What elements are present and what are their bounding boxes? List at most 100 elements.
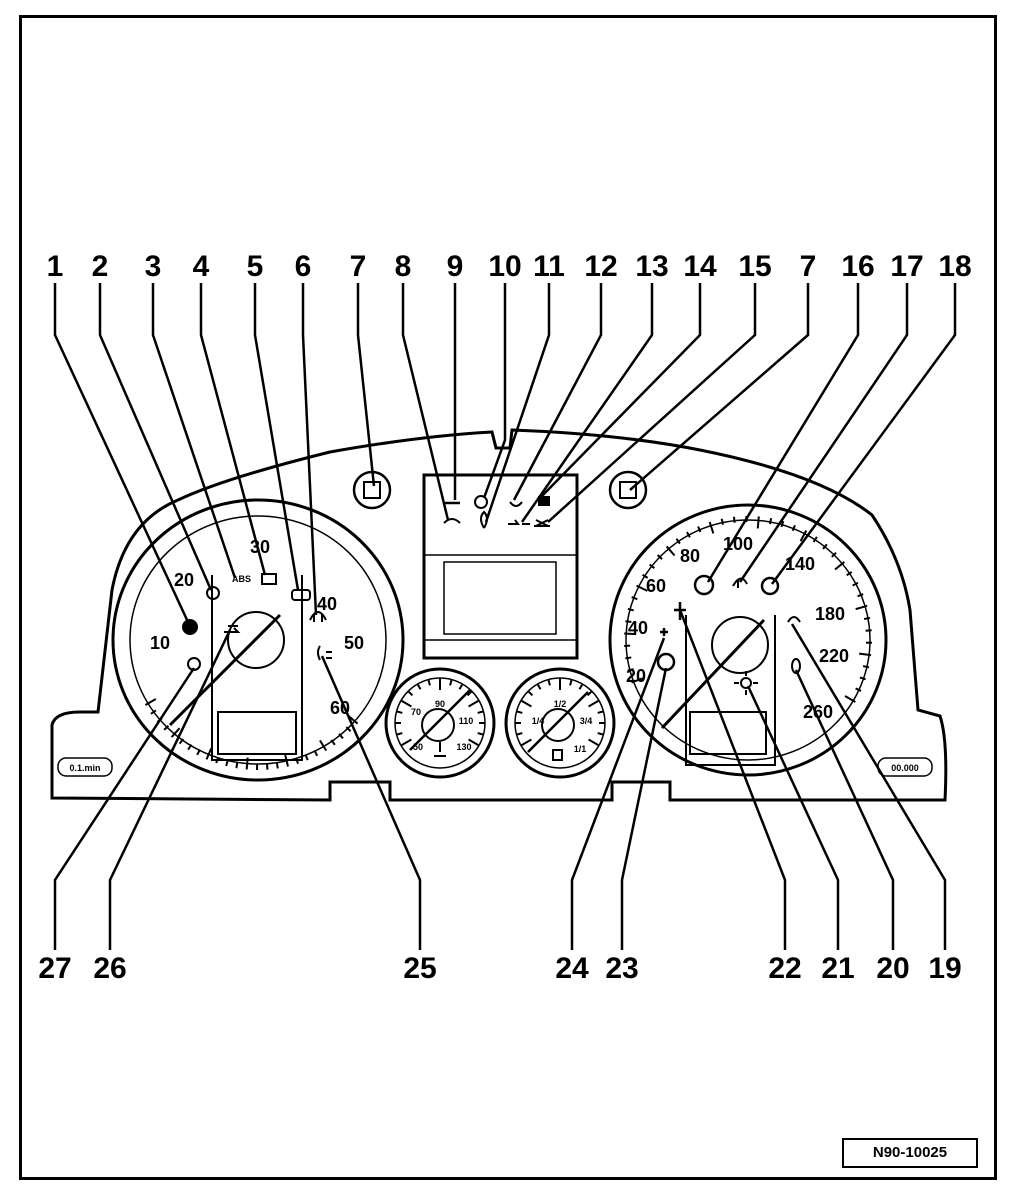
callout-top-1: 1 <box>47 250 64 283</box>
callout-top-8: 8 <box>395 250 412 283</box>
gauge-tick <box>427 679 431 686</box>
gauge-tick <box>396 732 403 736</box>
gauge-tick <box>631 596 638 601</box>
callout-top-12: 12 <box>584 250 617 283</box>
gauge-scale-label: 40 <box>317 594 337 614</box>
callout-leader-line <box>620 667 668 950</box>
gauge-tick <box>686 531 691 538</box>
gauge-tick <box>178 738 185 745</box>
gauge-tick <box>477 732 484 736</box>
gauge-scale-label: 1/1 <box>574 744 587 754</box>
callout-leader-line <box>320 655 422 950</box>
lamp-19-icon <box>787 616 801 623</box>
lamp-8-icon <box>443 518 461 524</box>
coolant-temperature-icon <box>434 742 446 757</box>
gauge-tick <box>458 683 464 690</box>
gauge-tick <box>831 551 837 558</box>
gauge-tick <box>170 727 181 738</box>
gauge-tick <box>396 710 403 714</box>
gauge-tick <box>284 754 289 767</box>
callout-leader-line <box>482 283 507 499</box>
gauge-tick <box>466 690 473 697</box>
callout-leader-line <box>108 629 232 950</box>
gauge-tick <box>304 754 309 761</box>
gauge-tick <box>215 757 220 764</box>
gauge-scale-label: 1/2 <box>554 699 567 709</box>
gauge-scale-label: 50 <box>413 742 423 752</box>
callout-top-11: 11 <box>533 250 565 283</box>
gauge-tick <box>345 726 352 732</box>
callout-bottom-27: 27 <box>38 952 71 985</box>
gauge-tick <box>855 687 862 692</box>
mounting-screw-right <box>608 470 648 510</box>
callout-leader-line <box>199 283 267 576</box>
callout-leader-line <box>794 669 895 950</box>
callout-leader-line <box>53 283 190 623</box>
gauge-tick <box>449 679 453 686</box>
gauge-tick <box>319 739 328 752</box>
gauge-tick <box>144 698 157 706</box>
gauge-tick <box>863 616 871 620</box>
right-display-label: 00.000 <box>891 763 919 773</box>
callout-top-5: 5 <box>247 250 264 283</box>
gauge-tick <box>855 604 868 611</box>
callout-top-17: 17 <box>890 250 923 283</box>
gauge-tick <box>407 690 414 697</box>
gauge-scale-label: 140 <box>785 554 815 574</box>
callout-leader-line <box>706 283 860 583</box>
gauge-tick <box>697 526 702 533</box>
gauge-tick <box>400 738 412 747</box>
callout-top-18: 18 <box>938 250 971 283</box>
callout-leader-line <box>98 283 213 591</box>
gauge-tick <box>597 710 604 714</box>
lamp-23-icon <box>656 652 676 672</box>
callout-leader-line <box>512 283 603 501</box>
lamp-14-icon <box>538 496 550 506</box>
callout-leader-line <box>53 667 196 950</box>
gauge-scale-label: 1/4 <box>532 716 545 726</box>
figure-frame <box>19 15 997 1180</box>
callout-bottom-26: 26 <box>93 952 126 985</box>
lamp-3-icon: ABS <box>232 574 251 584</box>
gauge-scale-label: 10 <box>150 633 170 653</box>
callout-top-16: 16 <box>841 250 874 283</box>
callout-leader-line <box>253 283 300 591</box>
gauge-tick <box>656 554 663 560</box>
gauge-tick <box>675 538 681 545</box>
lamp-21-icon <box>734 671 758 695</box>
gauge-tick <box>569 679 573 686</box>
gauge-tick <box>859 676 866 681</box>
gauge-tick <box>844 695 856 703</box>
gauge-tick <box>627 607 635 612</box>
callout-leader-line <box>770 283 957 585</box>
gauge-scale-label: 260 <box>803 702 833 722</box>
central-display <box>422 473 579 660</box>
gauge-tick <box>245 757 249 770</box>
gauge-tick <box>416 683 422 690</box>
lamp-25-icon <box>317 645 332 661</box>
gauge-tick <box>756 516 760 529</box>
gauge-tick <box>235 762 239 769</box>
gauge-scale-label: 180 <box>815 604 845 624</box>
lamp-6-icon <box>309 611 327 622</box>
callout-leader-line <box>484 283 551 523</box>
gauge-tick <box>665 545 676 557</box>
tachometer-needle <box>168 613 282 727</box>
left-display-label: 0.1.min <box>69 763 100 773</box>
callout-leader-line <box>678 609 787 950</box>
gauge-tick <box>624 632 637 636</box>
gauge-scale-label: 70 <box>411 707 421 717</box>
lamp-24-icon <box>660 628 668 636</box>
gauge-tick <box>834 561 845 571</box>
gauge-tick <box>468 699 480 708</box>
gauge-tick <box>625 656 632 660</box>
callout-leader-line <box>547 283 757 523</box>
lamp-5-icon <box>291 589 311 601</box>
left-display-label-box: 0.1.min <box>57 757 113 777</box>
callout-leader-line <box>629 283 810 491</box>
gauge-tick <box>225 759 229 767</box>
